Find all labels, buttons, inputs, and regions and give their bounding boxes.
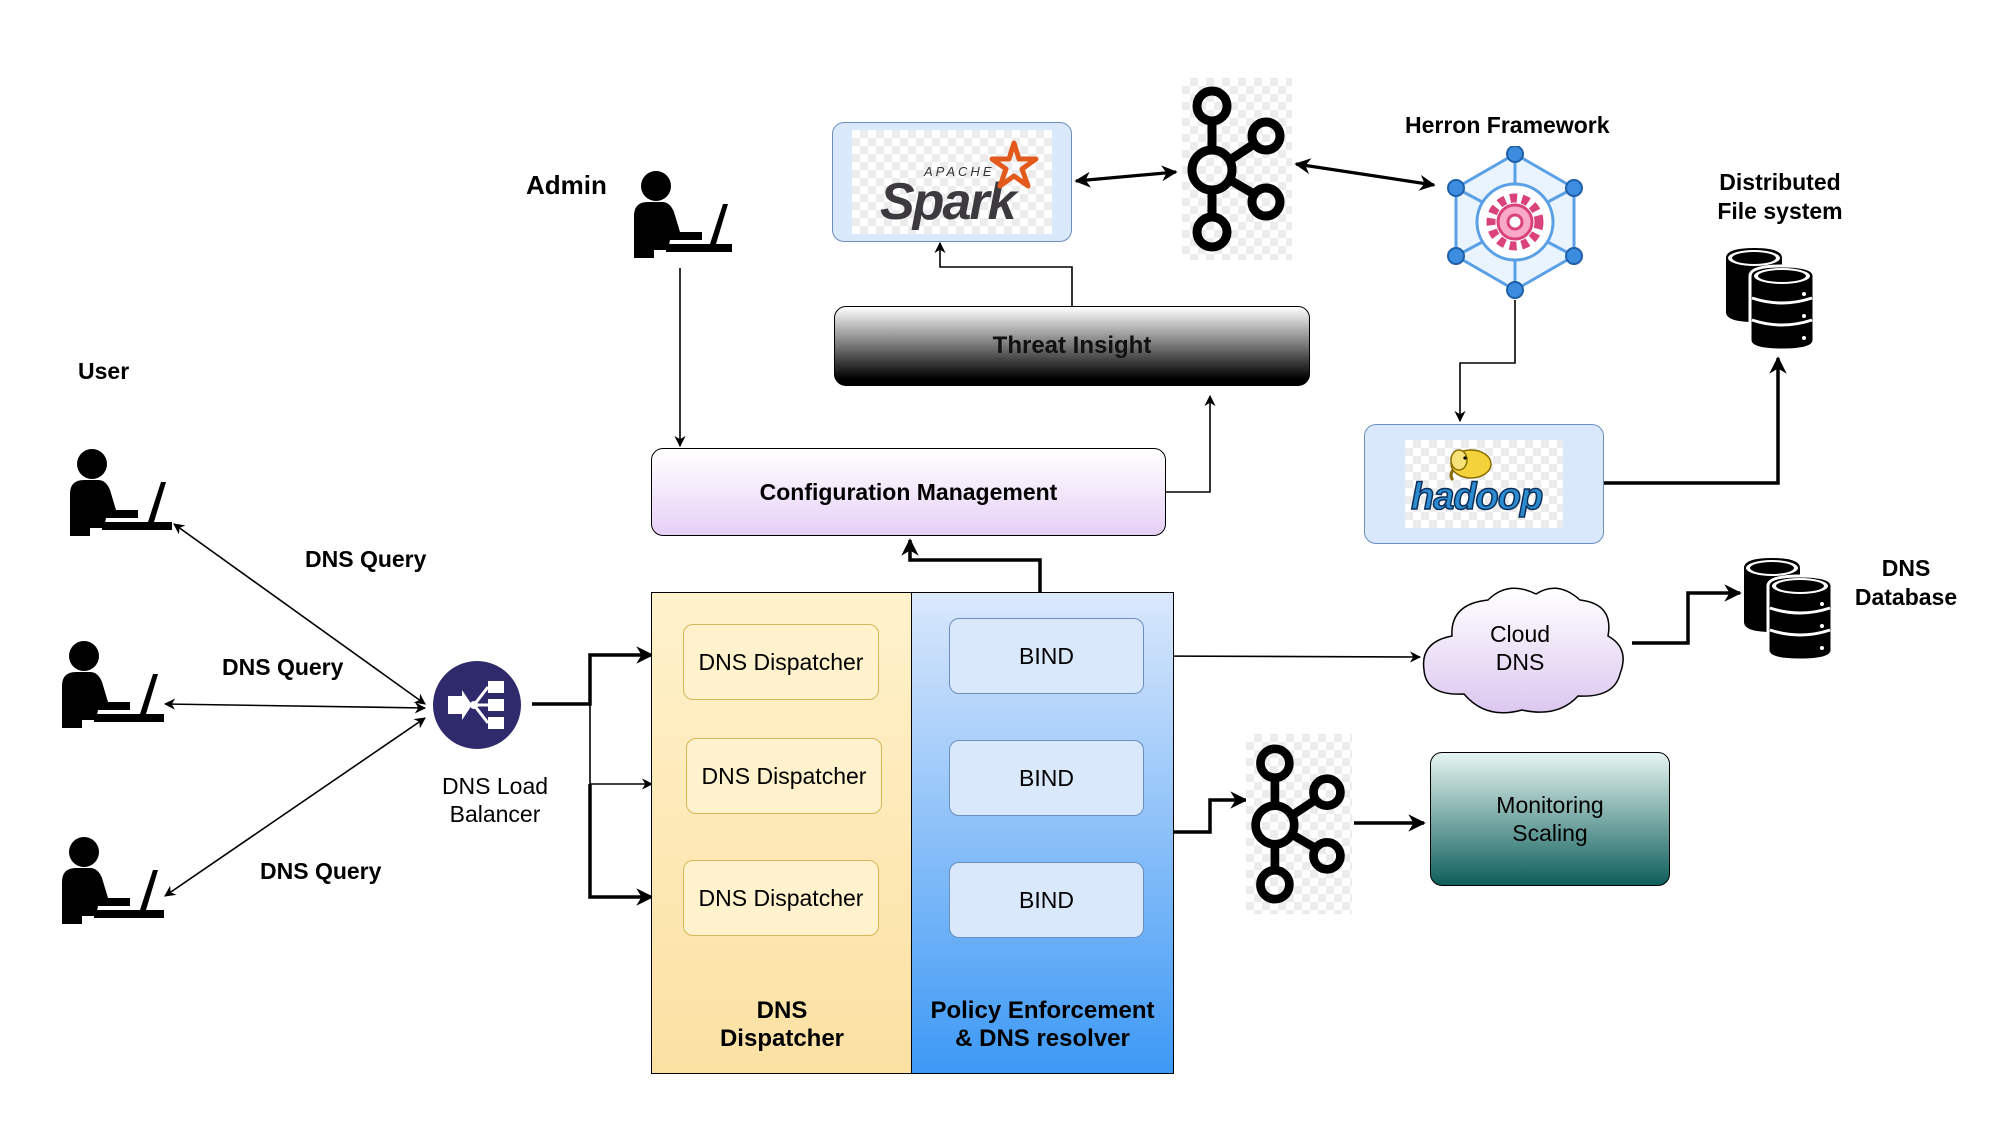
kafka-icon [1187,86,1285,252]
bind-to-cloud-connector [1143,651,1422,663]
resolver-to-config-connector [901,538,1042,592]
cloud-dns-label-line1: Cloud [1489,621,1551,647]
user-label: User [78,358,130,384]
dns-query-label: DNS Query [305,546,427,572]
spark-box[interactable]: APACHE Spark [832,122,1072,242]
dns-query-connector-3 [164,717,426,897]
load-balancer-icon [433,661,521,749]
dns-database-label: DNS Database [1846,554,1966,612]
hadoop-box[interactable]: hadoop [1364,424,1604,544]
spark-logo: APACHE Spark [852,130,1052,234]
dispatcher-panel-title-line1: DNS [756,997,808,1024]
spark-kafka-connector [1074,165,1178,188]
dispatcher-panel-title: DNS Dispatcher [720,997,844,1053]
load-balancer-label: DNS Load Balancer [430,772,560,828]
dns-dispatcher-box[interactable]: DNS Dispatcher [686,738,882,814]
threat-insight-box[interactable]: Threat Insight [834,306,1310,386]
spark-star-icon [989,140,1039,189]
admin-label: Admin [526,170,607,200]
cloud-icon [1422,587,1624,714]
resolver-panel-title-line1: Policy Enforcement [930,997,1155,1024]
dns-database-label-line1: DNS [1881,555,1931,581]
load-balancer-label-line2: Balancer [449,801,541,827]
dns-query-connector-2 [163,698,427,714]
herron-to-hadoop-connector [1454,300,1516,423]
resolver-panel-title: Policy Enforcement & DNS resolver [930,997,1154,1053]
user-laptop-icon [62,837,164,924]
monitoring-label-line2: Scaling [1512,820,1588,846]
herron-label: Herron Framework [1405,112,1610,138]
cloud-dns-label: Cloud DNS [1470,620,1570,676]
hadoop-text: hadoop [1410,475,1544,519]
resolver-panel-title-line2: & DNS resolver [955,1025,1130,1052]
monitoring-label-line1: Monitoring [1496,792,1604,818]
dfs-label-line2: File system [1717,198,1843,224]
spark-name-text: Spark [880,173,1017,231]
hadoop-logo: hadoop [1405,440,1563,528]
configuration-management-box[interactable]: Configuration Management [651,448,1166,536]
monitoring-scaling-box[interactable]: Monitoring Scaling [1430,752,1670,886]
cloud-to-dnsdb-connector [1632,584,1742,645]
lb-to-dispatcher-connector [532,646,654,706]
lb-to-dispatcher-connector-3 [588,784,654,906]
dfs-label: Distributed File system [1700,168,1860,226]
bind-box[interactable]: BIND [949,740,1144,816]
hadoop-elephant-icon [1449,449,1492,482]
dns-dispatcher-box[interactable]: DNS Dispatcher [683,860,879,936]
load-balancer-label-line1: DNS Load [441,773,549,799]
threat-to-spark-connector [934,241,1073,306]
dns-query-label: DNS Query [222,654,344,680]
bind-box[interactable]: BIND [949,862,1144,938]
admin-laptop-icon [634,171,732,258]
resolver-to-kafka-connector [1174,791,1248,834]
cloud-dns-label-line2: DNS [1495,649,1545,675]
lb-to-dispatcher-connector-2 [589,704,654,790]
dns-query-label: DNS Query [260,858,382,884]
hadoop-to-dfs-connector [1604,356,1787,485]
database-icon [1744,558,1834,662]
kafka-icon-bottom [1246,734,1352,914]
herron-hexagon-icon [1447,146,1583,299]
database-icon [1726,248,1816,352]
config-to-threat-connector [1166,394,1216,493]
dfs-label-line1: Distributed [1719,169,1841,195]
kafka-icon [1251,744,1345,904]
user-laptop-icon [62,641,164,728]
user-laptop-icon [70,449,172,536]
kafka-herron-connector [1294,158,1436,191]
dns-database-label-line2: Database [1854,584,1958,610]
spark-apache-text: APACHE [924,164,995,179]
bind-box[interactable]: BIND [949,618,1144,694]
dns-query-connector-1 [173,523,426,705]
dns-dispatcher-box[interactable]: DNS Dispatcher [683,624,879,700]
dispatcher-panel-title-line2: Dispatcher [719,1025,845,1052]
kafka-icon-top [1182,78,1292,260]
